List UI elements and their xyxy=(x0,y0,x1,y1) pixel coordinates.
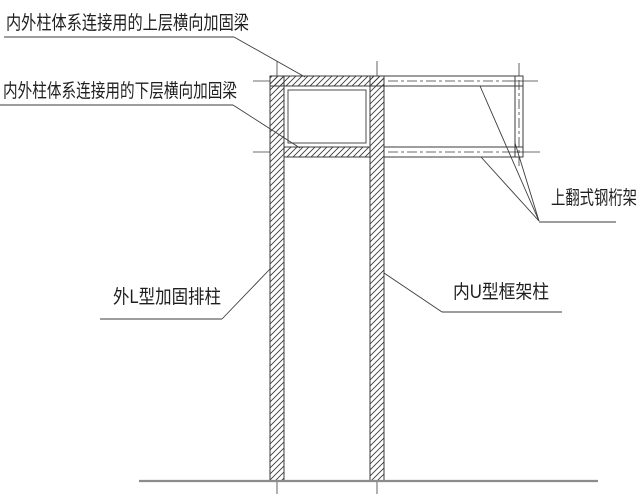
truss-leader-line-bottom-chord xyxy=(480,156,540,222)
inner-right-column xyxy=(369,75,385,482)
upper-beam-label: 内外柱体系连接用的上层横向加固梁 xyxy=(6,12,249,34)
lower-beam-label: 内外柱体系连接用的下层横向加固梁 xyxy=(3,80,237,102)
label-underlines xyxy=(0,36,616,320)
outer-column-label: 外L型加固排柱 xyxy=(113,286,221,308)
lower-tie-beam xyxy=(283,146,371,158)
inner-column-label: 内U型框架柱 xyxy=(453,281,549,303)
truss-leader-line-end-post xyxy=(514,142,540,222)
annotation-labels: 内外柱体系连接用的上层横向加固梁 内外柱体系连接用的下层横向加固梁 外L型加固排… xyxy=(3,12,637,308)
outer-column-leader-line xyxy=(221,268,271,320)
structure-members xyxy=(269,75,385,482)
frame-opening-inner-outline xyxy=(287,89,367,144)
leader-lines xyxy=(221,36,540,320)
lower-beam-leader-line xyxy=(232,104,301,149)
inner-column-leader-line xyxy=(383,272,443,313)
center-lines xyxy=(253,61,540,494)
upturned-steel-truss xyxy=(383,75,524,158)
upper-beam-leader-line xyxy=(233,36,306,78)
truss-leader-line-top-chord xyxy=(479,85,540,222)
truss-label: 上翻式钢桁架 xyxy=(551,187,637,209)
upper-tie-beam xyxy=(269,75,385,87)
